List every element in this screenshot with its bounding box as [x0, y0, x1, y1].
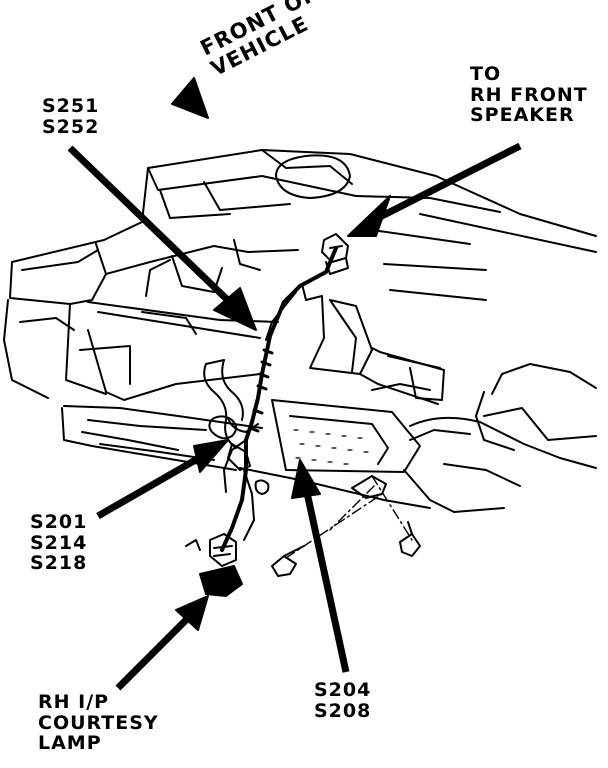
screw-right	[399, 533, 421, 557]
courtesy-lamp	[199, 565, 243, 597]
s218-label: S218	[30, 552, 88, 575]
lamp-line: LAMP	[38, 732, 102, 755]
courtesy-line: COURTESY	[38, 711, 159, 734]
s201-s214-s218-label: S201 S214 S218	[30, 512, 87, 574]
front-arrow-icon	[171, 77, 209, 119]
s201-label: S201	[30, 511, 88, 533]
wiring-harness	[220, 246, 338, 552]
rh-front-speaker-line-3: SPEAKER	[470, 104, 575, 127]
right-duct	[491, 363, 597, 395]
s251-label: S251	[42, 95, 100, 117]
rh-front-speaker-line-1: TO	[470, 63, 502, 85]
leader-s251	[67, 145, 241, 313]
glove-box-panel	[271, 399, 421, 473]
s251-s252-label: S251 S252	[42, 96, 99, 137]
right-bracket	[301, 283, 373, 375]
rh-ip-courtesy-lamp-label: RH I/P COURTESY LAMP	[38, 692, 159, 754]
dash-face	[105, 245, 299, 275]
screw-left	[271, 555, 297, 577]
dash-left-end	[9, 243, 107, 305]
lower-trim	[63, 405, 263, 429]
leader-s201	[96, 450, 208, 520]
s204-s208-label: S204 S208	[314, 680, 371, 721]
s214-label: S214	[30, 531, 88, 554]
left-vent-hose	[203, 363, 237, 449]
rh-ip-line: RH I/P	[38, 691, 110, 713]
rh-front-speaker-line-2: RH FRONT	[470, 83, 588, 106]
leader-lamp	[115, 613, 193, 691]
s204-label: S204	[314, 679, 372, 701]
leader-s204	[302, 487, 350, 673]
s252-label: S252	[42, 115, 100, 138]
s208-label: S208	[314, 699, 372, 722]
lamp-connector	[209, 533, 237, 567]
rh-front-speaker-label: TO RH FRONT SPEAKER	[470, 64, 588, 126]
leader-speaker	[372, 142, 522, 224]
